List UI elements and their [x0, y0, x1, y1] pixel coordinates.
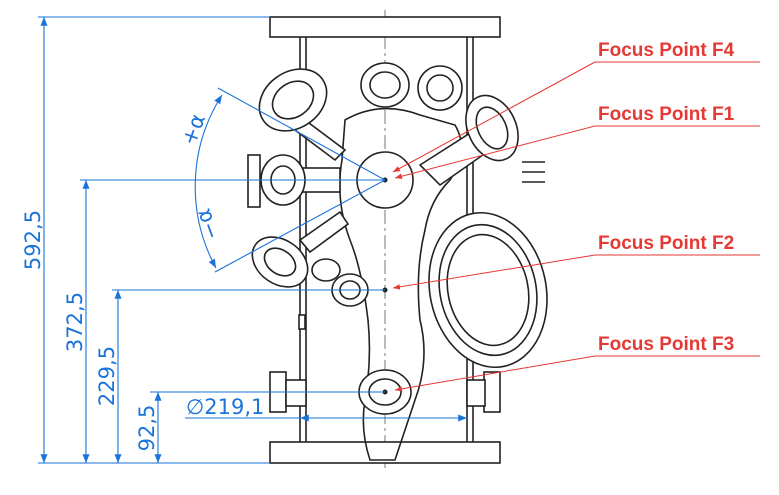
dimension-lines [38, 16, 467, 464]
angle-plus-label: +α [177, 111, 210, 149]
focus-label-f2: Focus Point F2 [598, 233, 734, 254]
small-port-left [311, 258, 341, 282]
focus-label-f4: Focus Point F4 [598, 40, 735, 61]
dim-f1-label: 372,5 [63, 292, 87, 352]
bottom-flange [269, 441, 501, 464]
top-port-left [360, 62, 410, 108]
dim-diameter-label: ∅219,1 [186, 395, 264, 419]
dim-f2-label: 229,5 [95, 346, 119, 406]
angle-arc [194, 94, 223, 269]
port-minus-alpha [251, 210, 350, 288]
top-flange [269, 16, 501, 38]
large-viewport [428, 211, 548, 369]
focus-label-f3: Focus Point F3 [598, 334, 734, 355]
vacuum-chamber [247, 10, 548, 468]
focus-label-f1: Focus Point F1 [598, 104, 735, 125]
port-plus-alpha [258, 68, 347, 162]
dim-total-label: 592,5 [21, 210, 45, 270]
dim-f3-label: 92,5 [135, 405, 159, 452]
side-flange-right [483, 371, 501, 413]
port-upper-right [418, 94, 545, 187]
port-horizontal-left [247, 154, 341, 208]
angle-minus-label: −α [191, 206, 224, 244]
top-port-right [417, 65, 463, 111]
focus-callouts [392, 61, 760, 392]
